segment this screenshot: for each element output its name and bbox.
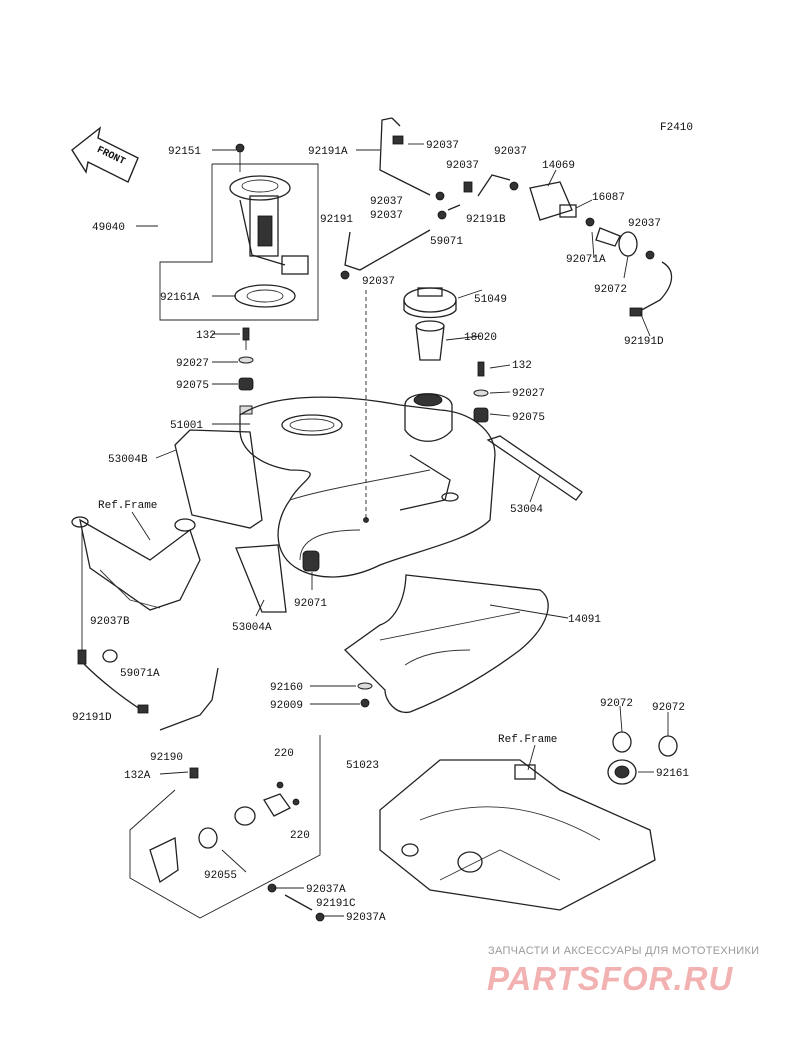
label-92072-a: 92072 bbox=[594, 284, 627, 296]
label-92071A: 92071A bbox=[566, 254, 606, 266]
clamp-92072-left bbox=[612, 731, 632, 753]
frame-left bbox=[71, 511, 201, 611]
label-92191: 92191 bbox=[320, 214, 353, 226]
label-14091: 14091 bbox=[568, 614, 601, 626]
label-51049: 51049 bbox=[474, 294, 507, 306]
label-49040: 49040 bbox=[92, 222, 125, 234]
label-92027-b: 92027 bbox=[512, 388, 545, 400]
label-132A: 132A bbox=[124, 770, 151, 782]
clamp-92072-right bbox=[658, 735, 678, 757]
label-92161A: 92161A bbox=[160, 292, 200, 304]
label-92191D-b: 92191D bbox=[72, 712, 112, 724]
label-92190: 92190 bbox=[150, 752, 183, 764]
tank-tray bbox=[343, 574, 549, 713]
leader-lines bbox=[136, 143, 669, 917]
filler-neck bbox=[404, 393, 453, 442]
label-53004B: 53004B bbox=[108, 454, 148, 466]
label-ref-frame-right: Ref.Frame bbox=[498, 734, 557, 746]
label-92037-e: 92037 bbox=[446, 160, 479, 172]
label-14069: 14069 bbox=[542, 160, 575, 172]
label-92037-c: 92037 bbox=[370, 210, 403, 222]
label-92161: 92161 bbox=[656, 768, 689, 780]
watermark-caption: ЗАПЧАСТИ И АКСЕССУАРЫ ДЛЯ МОТОТЕХНИКИ bbox=[488, 945, 760, 957]
bolt-stack-left bbox=[238, 327, 254, 415]
breather-hoses bbox=[340, 117, 519, 280]
bolt-stack-right bbox=[473, 361, 489, 423]
tray-fasteners bbox=[357, 682, 373, 708]
label-92009: 92009 bbox=[270, 700, 303, 712]
label-92037A-b: 92037A bbox=[346, 912, 386, 924]
fuel-cock-box bbox=[129, 735, 325, 922]
label-92072-c: 92072 bbox=[652, 702, 685, 714]
filler-cap bbox=[403, 287, 457, 319]
label-92037A-a: 92037A bbox=[306, 884, 346, 896]
label-92075: 92075 bbox=[176, 380, 209, 392]
label-92037B: 92037B bbox=[90, 616, 130, 628]
label-92037-f: 92037 bbox=[494, 146, 527, 158]
front-arrow-icon: FRONT bbox=[71, 126, 139, 183]
rubber-pad-53004B bbox=[174, 429, 263, 529]
label-220-b: 220 bbox=[290, 830, 310, 842]
label-92037-b: 92037 bbox=[370, 196, 403, 208]
label-132: 132 bbox=[196, 330, 216, 342]
label-59071A: 59071A bbox=[120, 668, 160, 680]
label-92037-d: 92037 bbox=[628, 218, 661, 230]
hose-92161 bbox=[607, 759, 637, 785]
label-92055: 92055 bbox=[204, 870, 237, 882]
label-92191C: 92191C bbox=[316, 898, 356, 910]
label-92037-g: 92037 bbox=[362, 276, 395, 288]
fuel-tank bbox=[239, 396, 496, 578]
rubber-strip-53004 bbox=[486, 435, 583, 501]
label-92071: 92071 bbox=[294, 598, 327, 610]
fuel-pump-assembly bbox=[159, 143, 319, 321]
hose-92190 bbox=[159, 667, 219, 731]
label-92027: 92027 bbox=[176, 358, 209, 370]
fuel-line-left bbox=[77, 530, 149, 714]
label-51023: 51023 bbox=[346, 760, 379, 772]
label-ref-frame-left: Ref.Frame bbox=[98, 500, 157, 512]
label-92151: 92151 bbox=[168, 146, 201, 158]
label-92075-b: 92075 bbox=[512, 412, 545, 424]
label-53004: 53004 bbox=[510, 504, 543, 516]
rubber-pad-53004A bbox=[235, 544, 287, 613]
canister-14069 bbox=[529, 181, 577, 221]
canister-hose bbox=[585, 217, 673, 317]
figure-code: F2410 bbox=[660, 122, 693, 134]
frame-right bbox=[379, 744, 656, 911]
label-18020: 18020 bbox=[464, 332, 497, 344]
pump-gasket bbox=[234, 284, 296, 308]
label-53004A: 53004A bbox=[232, 622, 272, 634]
label-92191A: 92191A bbox=[308, 146, 348, 158]
label-59071: 59071 bbox=[430, 236, 463, 248]
label-220-a: 220 bbox=[274, 748, 294, 760]
label-51001: 51001 bbox=[170, 420, 203, 432]
part-labels: 92151 49040 92161A 132 92027 92075 51001… bbox=[72, 140, 689, 924]
grommet-92071 bbox=[302, 550, 320, 572]
filler-strainer bbox=[415, 320, 445, 361]
label-92191B: 92191B bbox=[466, 214, 506, 226]
label-132-b: 132 bbox=[512, 360, 532, 372]
label-92191D-a: 92191D bbox=[624, 336, 664, 348]
label-92037-a: 92037 bbox=[426, 140, 459, 152]
label-92072-b: 92072 bbox=[600, 698, 633, 710]
label-16087: 16087 bbox=[592, 192, 625, 204]
watermark-logo: PARTSFOR.RU bbox=[487, 960, 734, 997]
label-92160: 92160 bbox=[270, 682, 303, 694]
